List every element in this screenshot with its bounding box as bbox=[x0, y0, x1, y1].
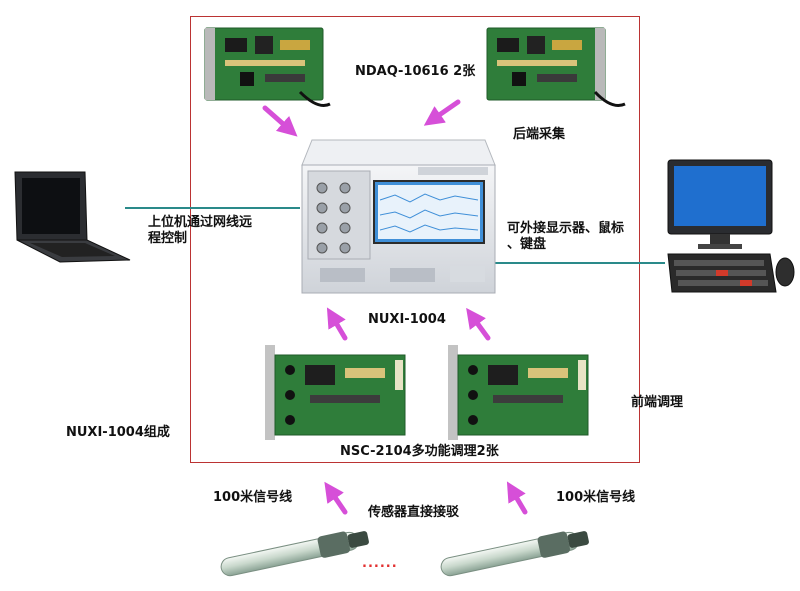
laptop-icon bbox=[14, 171, 131, 263]
ndaq-label: NDAQ-10616 2张 bbox=[355, 64, 476, 79]
cable-left-label: 100米信号线 bbox=[213, 490, 293, 505]
conditioning-card-icon bbox=[265, 345, 406, 440]
chassis-icon bbox=[301, 139, 496, 294]
flow-arrow bbox=[423, 99, 461, 126]
keyboard-icon bbox=[667, 253, 777, 293]
daq-card-icon bbox=[486, 27, 626, 107]
mouse-icon bbox=[775, 257, 795, 287]
frontend-label: 前端调理 bbox=[631, 395, 684, 410]
flow-arrow bbox=[466, 307, 491, 341]
flow-arrow bbox=[506, 481, 528, 515]
composition-label: NUXI-1004组成 bbox=[66, 425, 170, 440]
sensor-probe-icon bbox=[440, 531, 589, 577]
peripheral-label-line1: 可外接显示器、鼠标 bbox=[507, 221, 625, 236]
sensor-direct-label: 传感器直接接驳 bbox=[368, 505, 460, 520]
cable-right-label: 100米信号线 bbox=[556, 490, 636, 505]
host-label-line1: 上位机通过网线远 bbox=[148, 215, 253, 230]
sensor-probe-icon bbox=[220, 531, 369, 577]
desktop-monitor-icon bbox=[667, 159, 773, 249]
peripheral-label-line2: 、键盘 bbox=[507, 237, 547, 252]
backend-label: 后端采集 bbox=[513, 127, 566, 142]
nsc-label: NSC-2104多功能调理2张 bbox=[340, 444, 499, 459]
daq-card-icon bbox=[204, 27, 331, 107]
flow-arrow bbox=[324, 481, 348, 515]
flow-arrow bbox=[326, 307, 348, 341]
flow-arrow bbox=[262, 105, 298, 137]
ellipsis-label: ...... bbox=[362, 556, 398, 571]
chassis-label: NUXI-1004 bbox=[368, 312, 446, 327]
system-frame bbox=[190, 16, 640, 463]
host-label-line2: 程控制 bbox=[148, 231, 188, 246]
conditioning-card-icon bbox=[448, 345, 589, 440]
